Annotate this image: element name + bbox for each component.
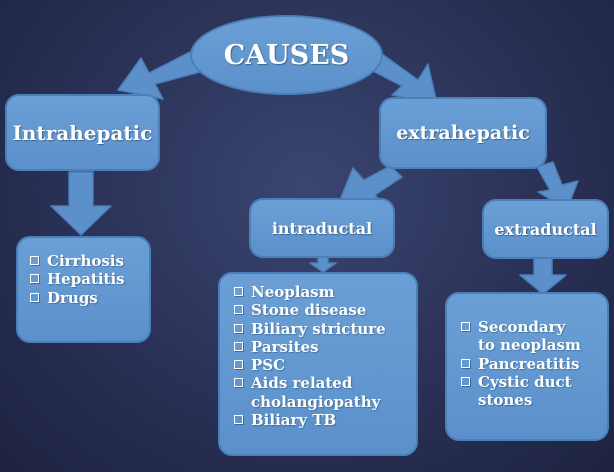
list-item-continuation: stones: [478, 391, 533, 410]
checkbox-icon: [30, 256, 39, 265]
intraductal-list-node: Neoplasm Stone disease Biliary stricture…: [218, 272, 418, 456]
list-item: Cystic duct: [461, 373, 607, 391]
checkbox-icon: [461, 376, 470, 386]
list-item: Parsites: [234, 338, 416, 356]
arrow-extraductal-to-list: [519, 257, 567, 295]
arrow-intraductal-to-list: [309, 256, 337, 273]
causes-label: CAUSES: [223, 39, 350, 71]
list-item: Drugs: [30, 289, 149, 307]
extraductal-label: extraductal: [494, 219, 597, 239]
list-item: Biliary stricture: [234, 320, 416, 338]
checkbox-icon: [30, 292, 39, 302]
arrow-intrahepatic-to-list: [50, 171, 112, 236]
checkbox-icon: [234, 323, 243, 333]
checkbox-icon: [461, 322, 470, 331]
list-item: Secondary: [461, 318, 607, 336]
intrahepatic-label: Intrahepatic: [12, 120, 153, 145]
extraductal-node: extraductal: [482, 199, 609, 259]
list-item: Neoplasm: [234, 283, 416, 301]
checkbox-icon: [234, 360, 243, 370]
intrahepatic-list-node: Cirrhosis Hepatitis Drugs: [16, 236, 151, 343]
checkbox-icon: [461, 358, 470, 368]
checkbox-icon: [234, 287, 243, 296]
intrahepatic-node: Intrahepatic: [5, 94, 160, 171]
list-item-continuation: cholangiopathy: [251, 392, 381, 411]
checkbox-icon: [30, 274, 39, 284]
list-item: Pancreatitis: [461, 355, 607, 373]
list-item: Stone disease: [234, 301, 416, 319]
extrahepatic-node: extrahepatic: [379, 97, 547, 169]
intraductal-node: intraductal: [249, 198, 395, 258]
extraductal-list-node: Secondary to neoplasm Pancreatitis Cysti…: [445, 292, 609, 441]
list-item: Biliary TB: [234, 411, 416, 429]
checkbox-icon: [234, 415, 243, 425]
intrahepatic-list: Cirrhosis Hepatitis Drugs: [30, 252, 149, 307]
checkbox-icon: [234, 378, 243, 388]
checkbox-icon: [234, 341, 243, 351]
intraductal-list: Neoplasm Stone disease Biliary stricture…: [234, 283, 416, 429]
list-item: Cirrhosis: [30, 252, 149, 270]
arrow-causes-to-intrahepatic: [117, 51, 201, 100]
intraductal-label: intraductal: [271, 218, 373, 238]
list-item-continuation: to neoplasm: [478, 336, 581, 355]
list-item: Hepatitis: [30, 270, 149, 288]
arrow-extrahepatic-to-extraductal: [536, 161, 579, 210]
checkbox-icon: [234, 305, 243, 315]
causes-node: CAUSES: [190, 15, 383, 95]
list-item: PSC: [234, 356, 416, 374]
extrahepatic-label: extrahepatic: [396, 122, 530, 144]
list-item: Aids related: [234, 374, 416, 392]
extraductal-list: Secondary to neoplasm Pancreatitis Cysti…: [461, 318, 607, 409]
